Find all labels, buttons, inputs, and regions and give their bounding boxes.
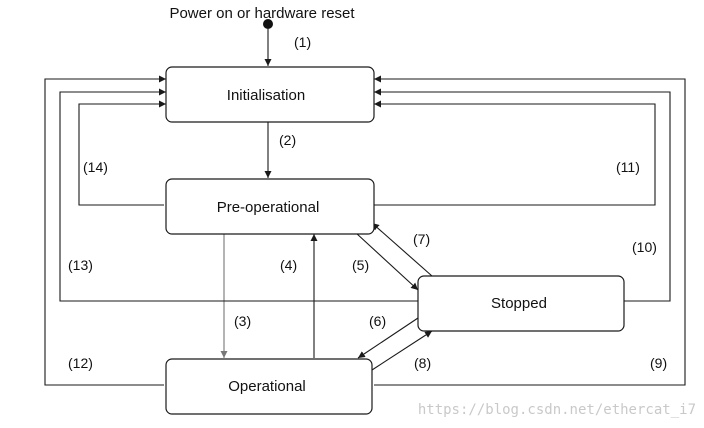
transition-10-label: (10) <box>632 239 657 255</box>
state-operational-label: Operational <box>228 378 306 395</box>
transition-12-label: (12) <box>68 355 93 371</box>
transition-8-label: (8) <box>414 355 431 371</box>
diagram-title: Power on or hardware reset <box>169 5 355 22</box>
transition-14-label: (14) <box>83 159 108 175</box>
state-operational: Operational <box>165 358 373 415</box>
transition-8-arrow <box>371 330 433 371</box>
transition-7-arrow <box>371 222 433 277</box>
transition-12-arrow <box>44 75 166 386</box>
transition-10-arrow <box>374 88 671 302</box>
transition-5-arrow <box>355 232 419 291</box>
transition-2-label: (2) <box>279 132 296 148</box>
transition-1-label: (1) <box>294 34 311 50</box>
transition-7-label: (7) <box>413 231 430 247</box>
transition-9-arrow <box>374 75 686 386</box>
transition-11-arrow <box>374 100 656 206</box>
state-stopped-label: Stopped <box>491 295 547 312</box>
transition-9-label: (9) <box>650 355 667 371</box>
transition-11-label: (11) <box>616 159 640 175</box>
state-initialisation: Initialisation <box>165 66 375 123</box>
state-initialisation-label: Initialisation <box>227 87 305 104</box>
state-stopped: Stopped <box>417 275 625 332</box>
transition-6-label: (6) <box>369 313 386 329</box>
power-on-dot <box>263 19 273 29</box>
transition-6-arrow <box>357 317 419 359</box>
transition-5-label: (5) <box>352 257 369 273</box>
state-pre-operational-label: Pre-operational <box>217 199 320 216</box>
transition-13-label: (13) <box>68 257 93 273</box>
transition-14-arrow <box>78 100 166 206</box>
state-pre-operational: Pre-operational <box>165 178 375 235</box>
transition-3-label: (3) <box>234 313 251 329</box>
transition-4-label: (4) <box>280 257 297 273</box>
watermark-url: https://blog.csdn.net/ethercat_i7 <box>418 402 696 418</box>
transition-13-arrow <box>59 88 418 302</box>
